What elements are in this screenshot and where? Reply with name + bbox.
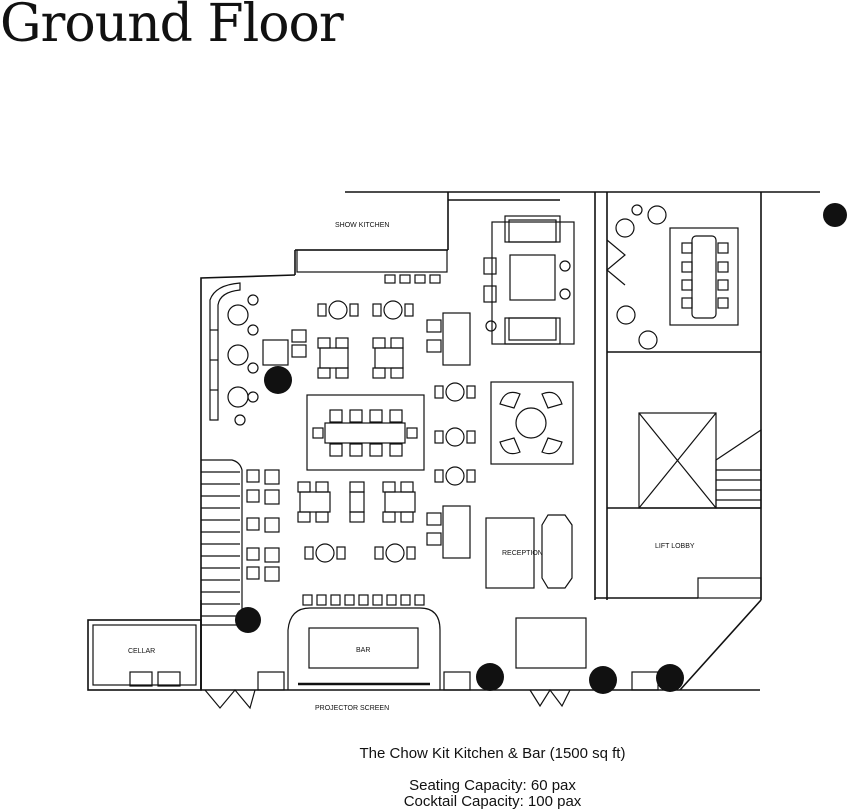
lounge-set (483, 215, 575, 345)
plants (235, 203, 847, 694)
projector-screen-label: PROJECTOR SCREEN (315, 705, 389, 712)
reception-desk (485, 514, 573, 589)
show-kitchen-label: SHOW KITCHEN (335, 222, 389, 229)
cellar-label: CELLAR (128, 648, 155, 655)
cellar-room (87, 619, 202, 691)
private-dining (606, 204, 739, 350)
cocktail-capacity: Cocktail Capacity: 100 pax (403, 793, 582, 810)
bar-counter (287, 594, 441, 690)
communal-table (306, 394, 425, 471)
lift-lobby-label: LIFT LOBBY (655, 543, 695, 550)
page-title: Ground Floor (0, 0, 344, 54)
stairs-left (201, 459, 280, 626)
round-tables (304, 300, 476, 563)
lift-shaft (638, 412, 762, 509)
seating-capacity: Seating Capacity: 60 pax (409, 777, 576, 794)
four-top-table (490, 381, 574, 465)
square-tables (262, 329, 416, 523)
bar-label: BAR (356, 647, 370, 654)
venue-caption: The Chow Kit Kitchen & Bar (1500 sq ft) (359, 745, 626, 762)
show-kitchen-counter (296, 249, 448, 284)
reception-label: RECEPTION (502, 550, 543, 557)
banquette-left (209, 282, 259, 426)
side-tables (426, 312, 471, 559)
